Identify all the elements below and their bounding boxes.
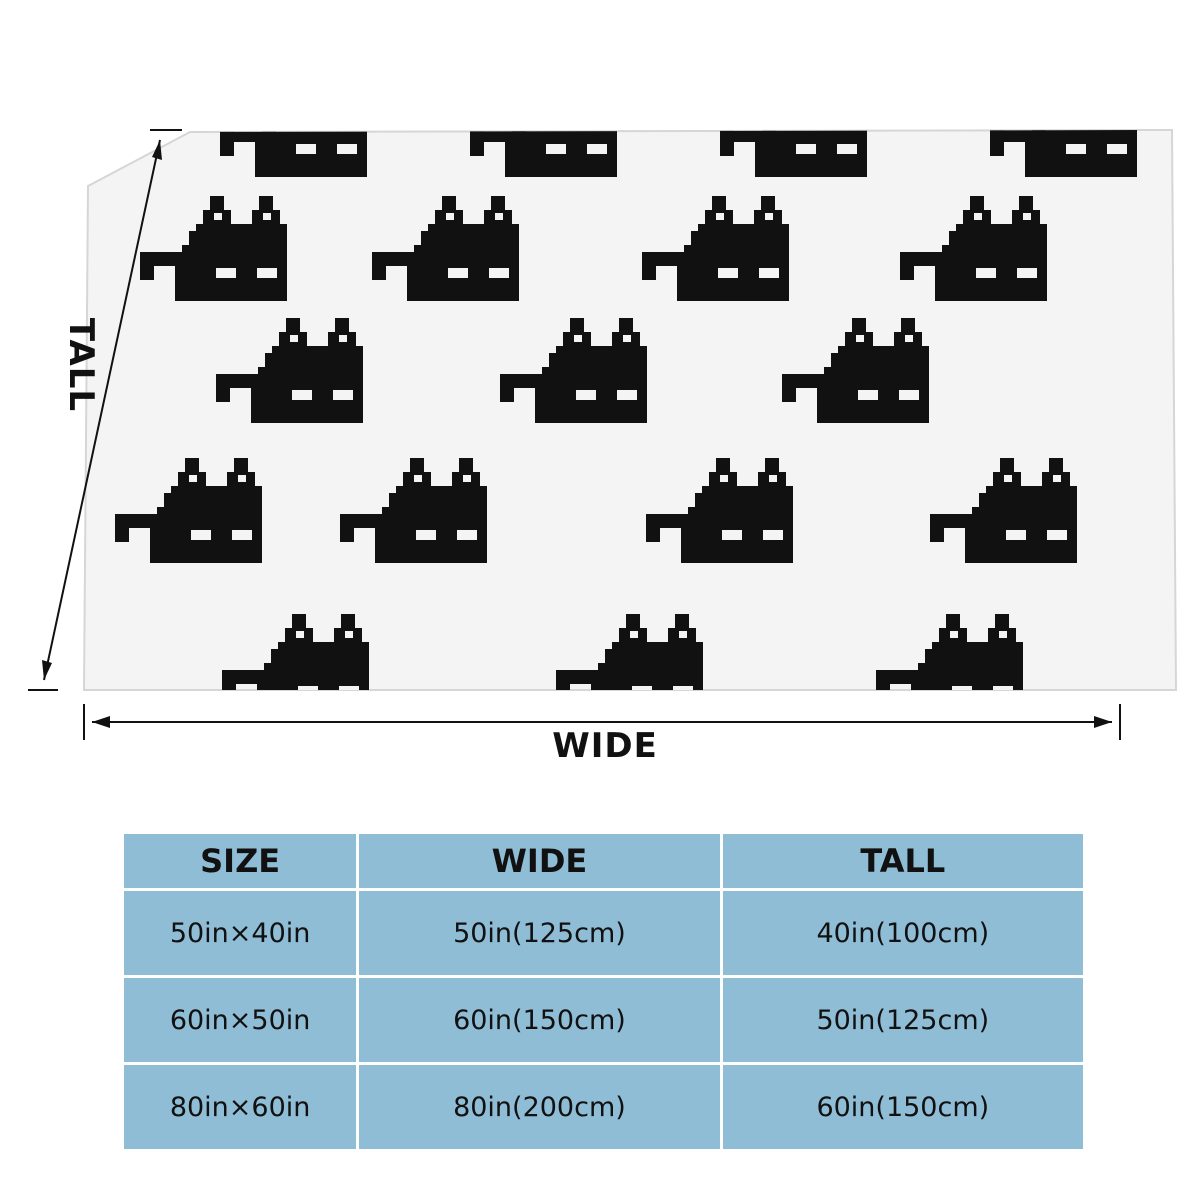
table-row: 50in×40in 50in(125cm) 40in(100cm) bbox=[124, 891, 1083, 975]
table-row: 80in×60in 80in(200cm) 60in(150cm) bbox=[124, 1065, 1083, 1149]
header-tall: TALL bbox=[722, 834, 1083, 888]
tall-cell: 40in(100cm) bbox=[722, 891, 1083, 975]
tall-cell: 50in(125cm) bbox=[722, 978, 1083, 1062]
blanket-illustration bbox=[28, 128, 1178, 740]
wide-dimension-arrow bbox=[83, 704, 1121, 740]
wide-cell: 60in(150cm) bbox=[359, 978, 720, 1062]
size-table: SIZE WIDE TALL 50in×40in 50in(125cm) 40i… bbox=[121, 831, 1086, 1152]
header-wide: WIDE bbox=[359, 834, 720, 888]
wide-cell: 80in(200cm) bbox=[359, 1065, 720, 1149]
size-cell: 60in×50in bbox=[124, 978, 357, 1062]
tall-dimension-arrow bbox=[28, 129, 182, 691]
size-cell: 80in×60in bbox=[124, 1065, 357, 1149]
size-cell: 50in×40in bbox=[124, 891, 357, 975]
wide-cell: 50in(125cm) bbox=[359, 891, 720, 975]
tall-cell: 60in(150cm) bbox=[722, 1065, 1083, 1149]
header-size: SIZE bbox=[124, 834, 357, 888]
wide-label: WIDE bbox=[552, 726, 658, 766]
size-table-header: SIZE WIDE TALL bbox=[124, 834, 1083, 888]
table-row: 60in×50in 60in(150cm) 50in(125cm) bbox=[124, 978, 1083, 1062]
